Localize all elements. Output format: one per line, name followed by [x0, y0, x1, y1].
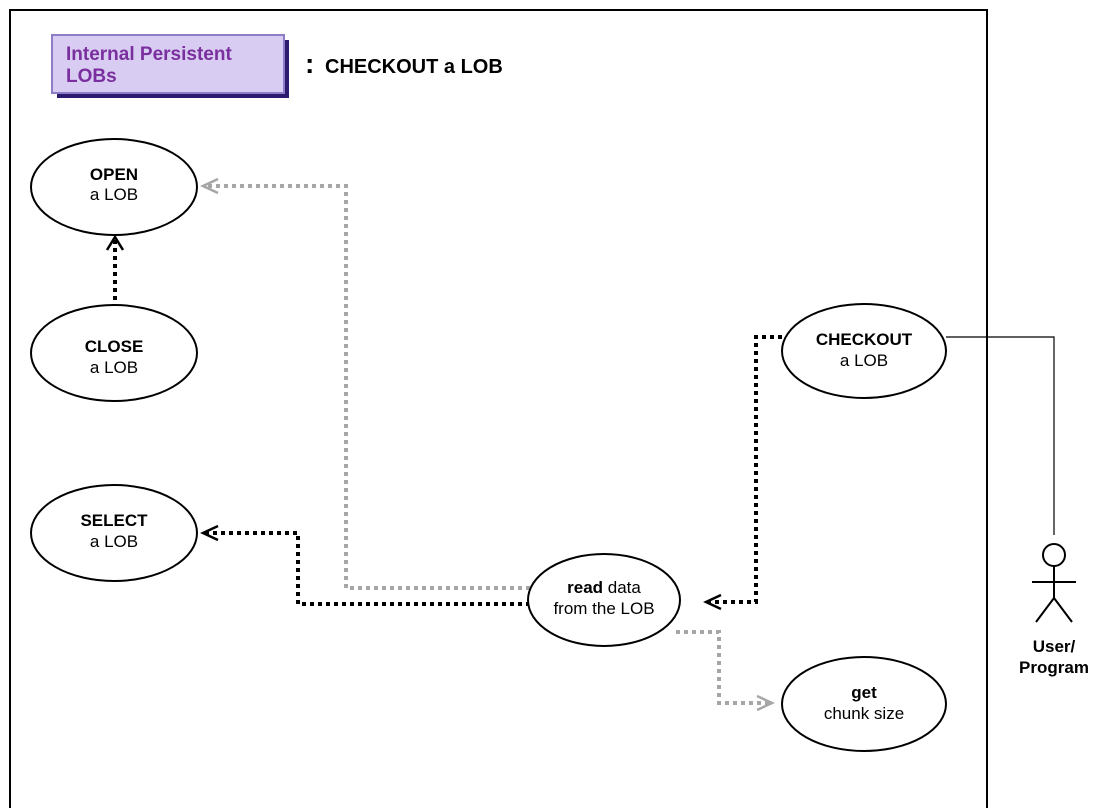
- edge-close-to-open: [105, 234, 125, 300]
- actor-label-line-1: User/: [1033, 637, 1076, 656]
- checkout-label: a LOB: [840, 351, 888, 370]
- title-separator: :: [305, 48, 314, 79]
- read-label-line-2: from the LOB: [553, 599, 654, 618]
- get-label-bold: get: [851, 683, 877, 702]
- page-title: CHECKOUT a LOB: [325, 56, 503, 78]
- use-case-get[interactable]: get chunk size: [781, 656, 947, 752]
- get-label: chunk size: [824, 704, 904, 723]
- edge-read-to-get: [676, 630, 775, 712]
- edge-checkout-to-read: [703, 335, 782, 611]
- use-case-open[interactable]: OPEN a LOB: [30, 138, 198, 236]
- read-label-rest: data: [603, 578, 641, 597]
- use-case-close[interactable]: CLOSE a LOB: [30, 304, 198, 402]
- badge-line-1: Internal Persistent: [66, 44, 232, 65]
- read-label-bold: read: [567, 578, 603, 597]
- close-label: a LOB: [90, 358, 138, 377]
- use-case-read[interactable]: read data from the LOB: [527, 553, 681, 647]
- checkout-label-bold: CHECKOUT: [816, 330, 913, 349]
- close-label-bold: CLOSE: [85, 337, 144, 356]
- actor-association-line: [946, 336, 1055, 535]
- open-label: a LOB: [90, 185, 138, 204]
- select-label: a LOB: [90, 532, 138, 551]
- edge-read-to-select: [200, 524, 530, 606]
- badge-body: [51, 34, 285, 94]
- actor-label-line-2: Program: [1019, 658, 1089, 677]
- open-label-bold: OPEN: [90, 165, 138, 184]
- read-label-line-1: read data: [567, 578, 641, 597]
- category-badge: Internal Persistent LOBs: [51, 34, 289, 98]
- use-case-select[interactable]: SELECT a LOB: [30, 484, 198, 582]
- use-case-checkout[interactable]: CHECKOUT a LOB: [781, 303, 947, 399]
- diagram-frame: [9, 9, 988, 808]
- select-label-bold: SELECT: [80, 511, 148, 530]
- actor-stick-figure-icon: [1032, 543, 1076, 623]
- badge-line-2: LOBs: [66, 66, 117, 87]
- edge-read-to-open: [200, 177, 530, 590]
